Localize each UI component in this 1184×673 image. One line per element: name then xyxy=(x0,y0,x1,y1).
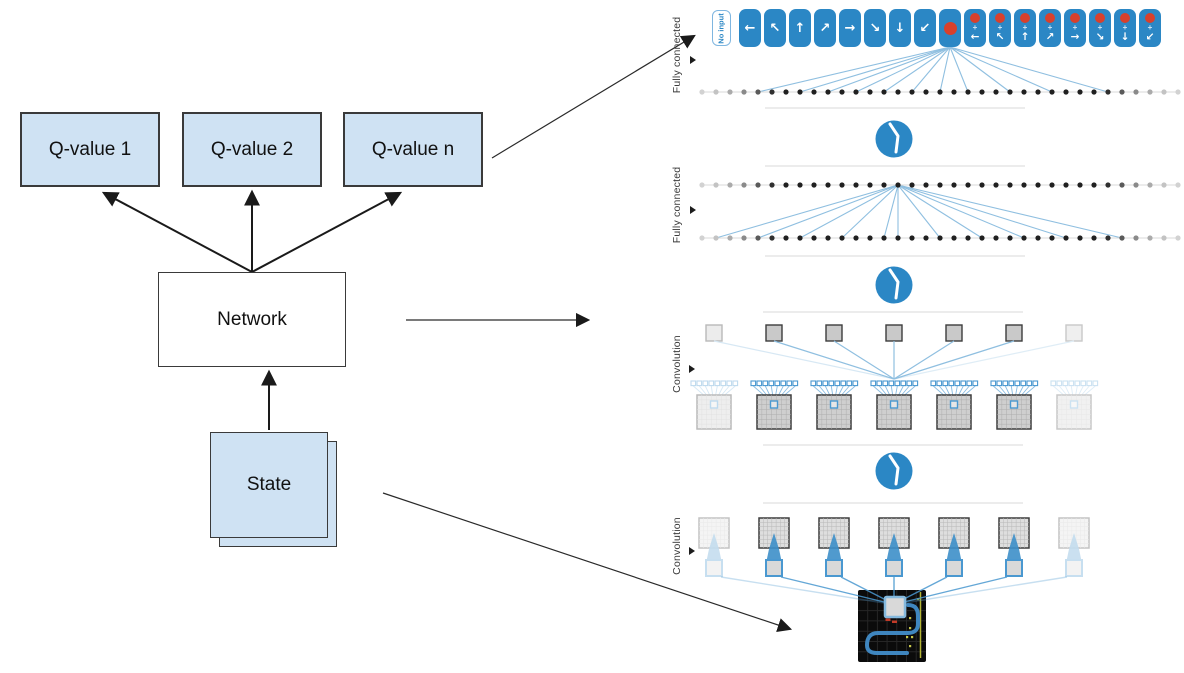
conv1-group xyxy=(750,324,895,430)
layer-marker-icon xyxy=(689,547,695,555)
network-label: Network xyxy=(217,308,287,330)
conv1-group xyxy=(893,324,1099,430)
layer-marker-icon xyxy=(689,365,695,373)
conv1-group xyxy=(870,324,919,430)
conv2-group xyxy=(938,517,970,577)
fire-dot-icon xyxy=(1070,13,1080,23)
conv2-input-connection xyxy=(780,576,885,603)
conv2-group xyxy=(818,517,850,577)
conv2-input-connection xyxy=(901,576,948,601)
action-left: ← xyxy=(739,9,761,47)
fire-dot-icon xyxy=(1045,13,1055,23)
fc1-connections xyxy=(757,46,1109,93)
layer-marker-icon xyxy=(690,206,696,214)
state-box: State xyxy=(210,432,328,538)
state-label: State xyxy=(246,474,292,495)
action-down-left: ↙ xyxy=(914,9,936,47)
q-value-2-label: Q-value 2 xyxy=(210,138,294,160)
network-box: Network xyxy=(158,272,346,367)
conv2-group xyxy=(878,517,910,577)
activation-clock-icon xyxy=(875,120,913,158)
receptive-field-patch xyxy=(883,595,907,623)
fire-dot-icon xyxy=(943,21,957,35)
action-fire-up-left: +↖ xyxy=(989,9,1011,47)
arrow-state-to-input-screen xyxy=(382,492,793,632)
arrow-qvalues-to-output-layer xyxy=(491,34,696,159)
action-fire xyxy=(939,9,961,47)
fc-output-units xyxy=(699,89,1181,95)
conv2-group xyxy=(998,517,1030,577)
fire-dot-icon xyxy=(995,13,1005,23)
action-fire-down-left: +↙ xyxy=(1139,9,1161,47)
conv2-input-connection xyxy=(903,576,1068,604)
activation-clock-icon xyxy=(875,266,913,304)
conv2-input-connection xyxy=(903,576,1008,603)
q-value-1-box: Q-value 1 xyxy=(20,112,160,187)
action-up: ↑ xyxy=(789,9,811,47)
q-value-1-label: Q-value 1 xyxy=(48,138,132,160)
conv2-group xyxy=(758,517,790,577)
action-down-right: ↘ xyxy=(864,9,886,47)
conv2-group xyxy=(1058,517,1090,577)
q-value-n-box: Q-value n xyxy=(343,112,483,187)
game-screen-input xyxy=(858,590,926,662)
conv2-input-connection xyxy=(720,576,885,604)
arrow-network-to-qvalue1 xyxy=(101,191,253,273)
conv1-group xyxy=(893,324,1039,430)
action-down: ↓ xyxy=(889,9,911,47)
action-fire-down: +↓ xyxy=(1114,9,1136,47)
fc-hidden-units-bottom xyxy=(699,235,1181,241)
fc-hidden-units-top xyxy=(699,182,1181,188)
conv1-group xyxy=(690,324,895,430)
conv2-group xyxy=(698,517,730,577)
action-up-right: ↗ xyxy=(814,9,836,47)
conv1-group xyxy=(893,324,979,430)
conv2-input-connection xyxy=(840,576,887,601)
action-fire-left: +← xyxy=(964,9,986,47)
fc2-connections xyxy=(715,184,1123,239)
fire-dot-icon xyxy=(1145,13,1155,23)
action-fire-right: +→ xyxy=(1064,9,1086,47)
fire-dot-icon xyxy=(970,13,980,23)
action-fire-up: +↑ xyxy=(1014,9,1036,47)
conv1-group xyxy=(810,324,895,430)
action-no-input: No input xyxy=(712,10,731,46)
fire-dot-icon xyxy=(1095,13,1105,23)
arrow-network-to-qvaluen xyxy=(251,191,403,273)
fire-dot-icon xyxy=(1020,13,1030,23)
fire-dot-icon xyxy=(1120,13,1130,23)
action-up-left: ↖ xyxy=(764,9,786,47)
q-value-n-label: Q-value n xyxy=(371,138,455,160)
action-fire-down-right: +↘ xyxy=(1089,9,1111,47)
q-value-2-box: Q-value 2 xyxy=(182,112,322,187)
action-fire-up-right: +↗ xyxy=(1039,9,1061,47)
activation-clock-icon xyxy=(875,452,913,490)
action-right: → xyxy=(839,9,861,47)
layer-marker-icon xyxy=(690,56,696,64)
